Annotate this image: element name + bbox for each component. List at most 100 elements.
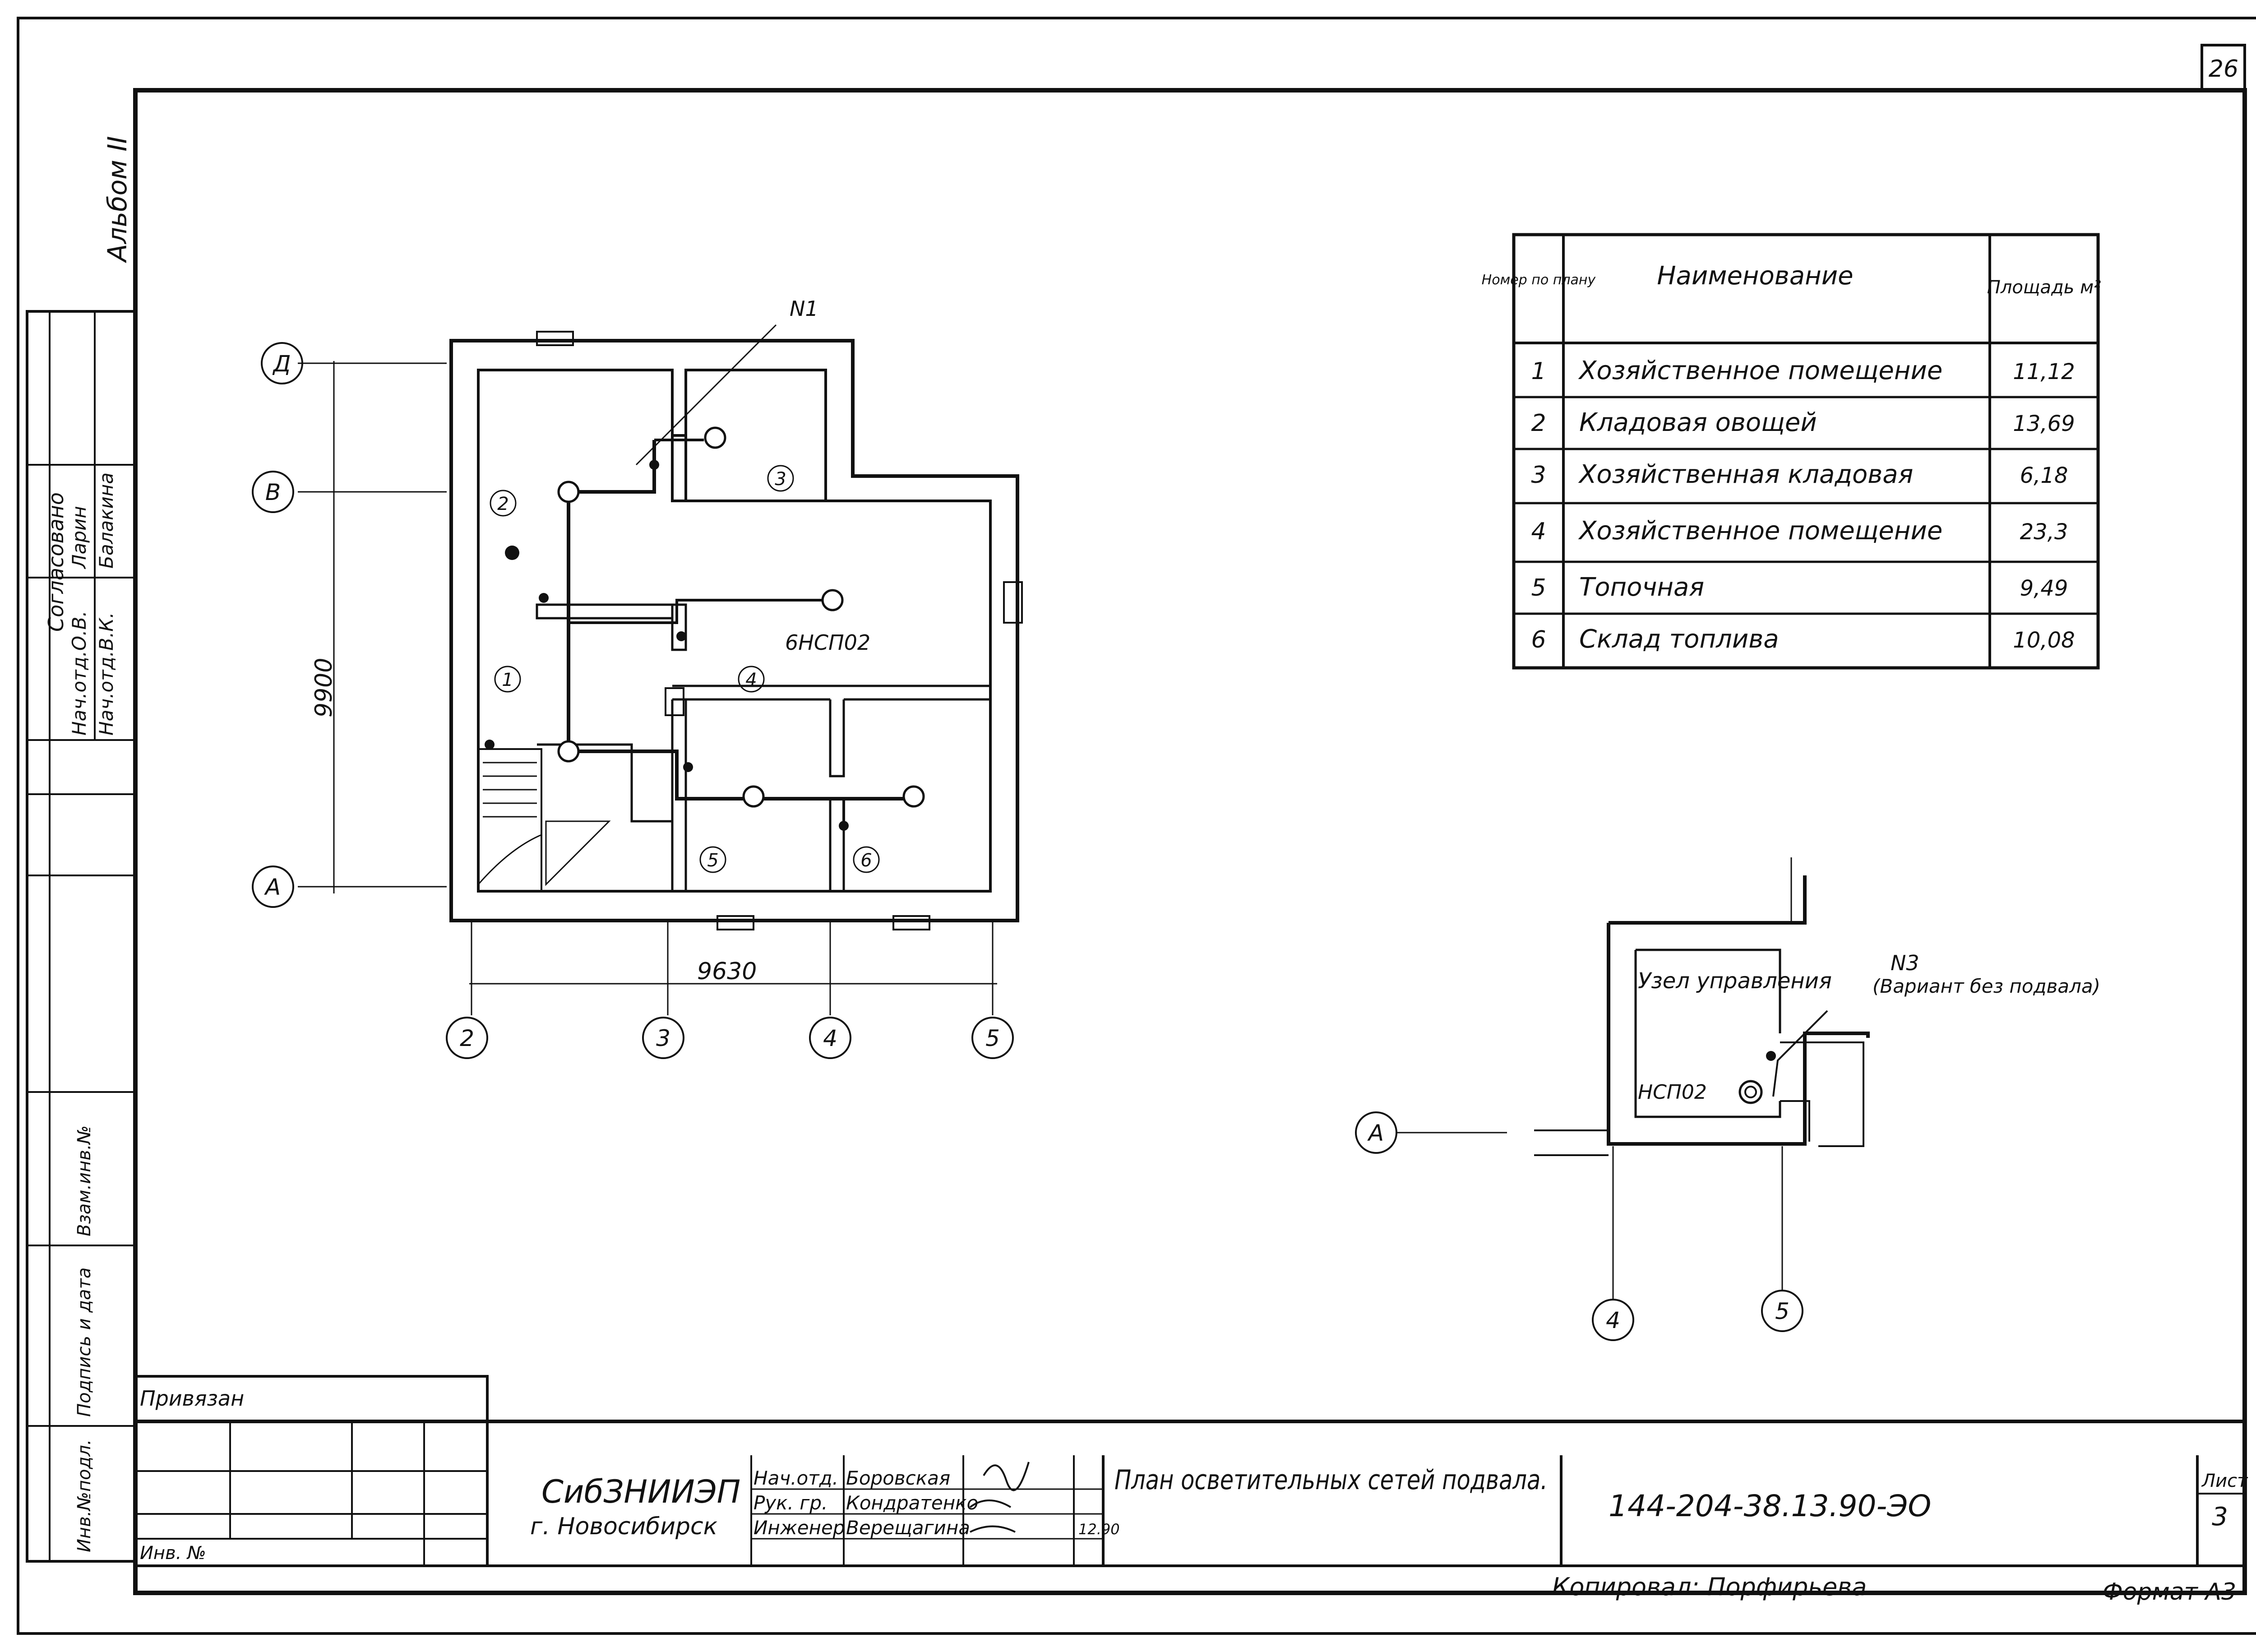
room-name-text: Узел управления [1638, 968, 1832, 994]
name-2: Кондратенко [846, 1492, 978, 1514]
dim-horizontal: 9630 [697, 958, 757, 985]
switch-icon [485, 740, 495, 750]
axis-label: А [1367, 1120, 1384, 1146]
panel-label: 6НСП02 [785, 630, 870, 655]
axis-bubble [261, 342, 303, 384]
switch-icon [539, 593, 549, 603]
side-label-replace: Взам.инв.№ [74, 1125, 95, 1236]
side-label-sign: Подпись и дата [74, 1268, 95, 1417]
lamp-icon [557, 740, 580, 763]
room-bubble [490, 490, 517, 517]
role-2: Рук. гр. [754, 1492, 828, 1514]
switch-icon [676, 631, 686, 641]
side-label-inv: Инв.№подл. [74, 1439, 95, 1552]
room-number: 3 [775, 469, 786, 490]
sheet-label: Лист [2201, 1471, 2248, 1491]
row-num: 1 [1531, 358, 1546, 385]
row-area: 6,18 [2020, 463, 2068, 488]
axis-label: 4 [823, 1025, 837, 1051]
lamp-inner-icon [1744, 1086, 1757, 1098]
lamp-icon [902, 785, 925, 808]
copied-by: Копировал: Порфирьева [1552, 1573, 1867, 1601]
lamp-icon [821, 589, 844, 611]
row-name: Кладовая овощей [1579, 408, 1817, 437]
table-header-name: Наименование [1657, 261, 1853, 291]
album-label: Альбом II [102, 136, 133, 264]
axis-label: 5 [1775, 1298, 1789, 1324]
axis-bubble [809, 1017, 851, 1059]
room-number: 6 [860, 850, 872, 871]
sign-date: 12.90 [1078, 1521, 1120, 1538]
room-bubble [767, 465, 794, 492]
row-num: 2 [1531, 410, 1546, 437]
room-name: Узел управления [1638, 968, 1832, 994]
row-area: 9,49 [2020, 576, 2068, 601]
axis-bubble [1592, 1299, 1634, 1341]
org-city: г. Новосибирск [530, 1513, 718, 1540]
role-1: Нач.отд. [754, 1467, 838, 1489]
switch-icon [839, 821, 849, 831]
axis-bubble [252, 471, 294, 513]
org-name: СибЗНИИЭП [541, 1473, 740, 1510]
basement-plan: 9900 9630 Д В А 2 3 4 5 [252, 296, 1023, 1059]
axis-label: Д [272, 351, 291, 377]
row-name: Хозяйственная кладовая [1578, 460, 1913, 489]
switch-icon [1766, 1051, 1776, 1061]
line-label-n3: N3 [1891, 951, 1919, 975]
row-name: Склад топлива [1579, 625, 1779, 654]
axis-label: А [264, 874, 281, 900]
switch-icon [683, 762, 693, 772]
row-num: 3 [1531, 462, 1546, 489]
room-number: 5 [707, 850, 718, 871]
table-header-area: Площадь м² [1987, 277, 2101, 298]
privyazan-label: Привязан [140, 1386, 244, 1411]
room-number: 1 [502, 670, 513, 690]
row-area: 10,08 [2013, 628, 2075, 653]
row-area: 11,12 [2013, 359, 2075, 384]
room-number: 2 [497, 494, 509, 514]
title-block: Привязан Инв. № СибЗНИИЭП г. Новосибирск… [134, 1375, 2248, 1606]
signature [969, 1462, 1030, 1533]
room-bubble [853, 846, 880, 873]
panel-label: НСП02 [1638, 1081, 1707, 1104]
axis-bubble [252, 865, 294, 908]
control-unit-plan: А 4 5 Узел управления НСП02 N3 (Вариант … [1355, 857, 2100, 1341]
row-num: 6 [1531, 626, 1546, 653]
axis-bubble [1761, 1290, 1803, 1332]
corner-box [2201, 44, 2246, 92]
panel-icon [505, 546, 519, 560]
row-name: Хозяйственное помещение [1578, 356, 1942, 385]
axis-label: В [265, 479, 281, 505]
axis-label: 2 [460, 1025, 474, 1051]
lamp-icon [557, 481, 580, 503]
variant-note: (Вариант без подвала) [1872, 975, 2100, 997]
room-number: 4 [745, 670, 757, 690]
sheet-format: Формат А3 [2103, 1578, 2236, 1606]
table-header-num: Номер по плану [1482, 272, 1596, 288]
sheet-number: 3 [2212, 1502, 2228, 1532]
row-name: Хозяйственное помещение [1578, 516, 1942, 546]
row-area: 23,3 [2020, 519, 2068, 545]
role-3: Инженер [754, 1517, 845, 1539]
axis-label: 3 [656, 1025, 670, 1051]
name-3: Верещагина [846, 1517, 970, 1539]
lamp-icon [704, 426, 726, 449]
row-area: 13,69 [2013, 411, 2075, 436]
sheet-title: План осветительных сетей подвала. [1114, 1464, 1548, 1496]
room-bubble [494, 666, 521, 693]
side-role-2: Нач.отд.В.К. [95, 612, 117, 736]
corner-sheet-number: 26 [2209, 56, 2238, 83]
axis-bubble [1355, 1111, 1397, 1154]
axis-bubble [446, 1017, 488, 1059]
switch-icon [649, 460, 659, 470]
axis-bubble [642, 1017, 684, 1059]
line-label-n1: N1 [790, 296, 818, 321]
lamp-icon [742, 785, 765, 808]
outer-frame [17, 17, 2256, 1635]
name-1: Боровская [846, 1467, 950, 1489]
row-num: 4 [1531, 518, 1546, 545]
side-stamp: Согласовано Нач.отд.О.В. Ларин Нач.отд.В… [26, 310, 137, 1563]
inv-no-label: Инв. № [140, 1543, 206, 1564]
side-name-2: Балакина [95, 472, 117, 569]
side-name-1: Ларин [68, 506, 90, 569]
